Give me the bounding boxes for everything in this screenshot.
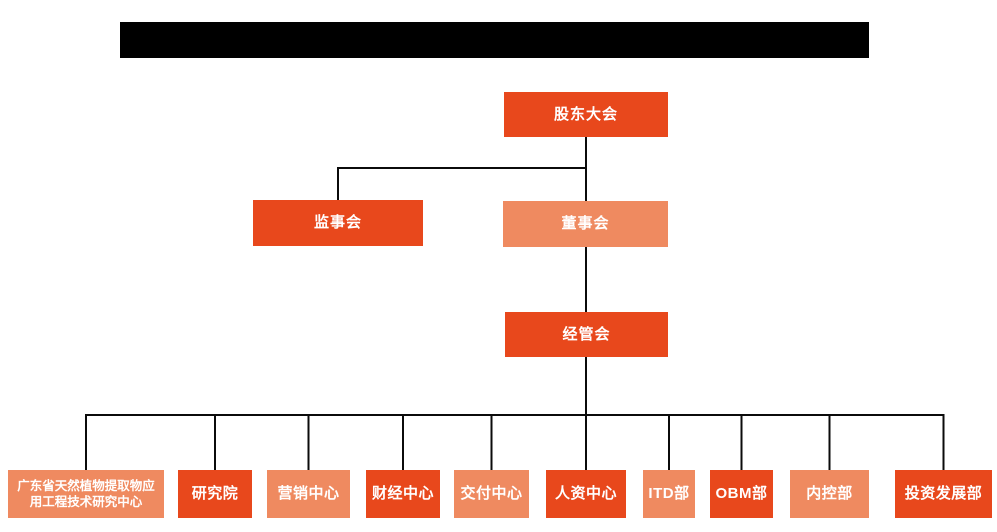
org-box-department-5: 人资中心 (546, 470, 626, 518)
org-box-department-1: 研究院 (178, 470, 252, 518)
org-box-board-of-directors: 董事会 (503, 201, 668, 247)
redacted-title-bar (120, 22, 869, 58)
org-box-department-8: 内控部 (790, 470, 869, 518)
org-box-department-7: OBM部 (710, 470, 773, 518)
org-box-department-4: 交付中心 (454, 470, 529, 518)
org-box-management-committee: 经管会 (505, 312, 668, 357)
org-box-supervisory-board: 监事会 (253, 200, 423, 246)
org-box-shareholders-meeting: 股东大会 (504, 92, 668, 137)
org-box-department-6: ITD部 (643, 470, 695, 518)
org-box-department-2: 营销中心 (267, 470, 350, 518)
org-box-department-9: 投资发展部 (895, 470, 992, 518)
org-box-department-3: 财经中心 (366, 470, 440, 518)
org-box-department-0: 广东省天然植物提取物应用工程技术研究中心 (8, 470, 164, 518)
